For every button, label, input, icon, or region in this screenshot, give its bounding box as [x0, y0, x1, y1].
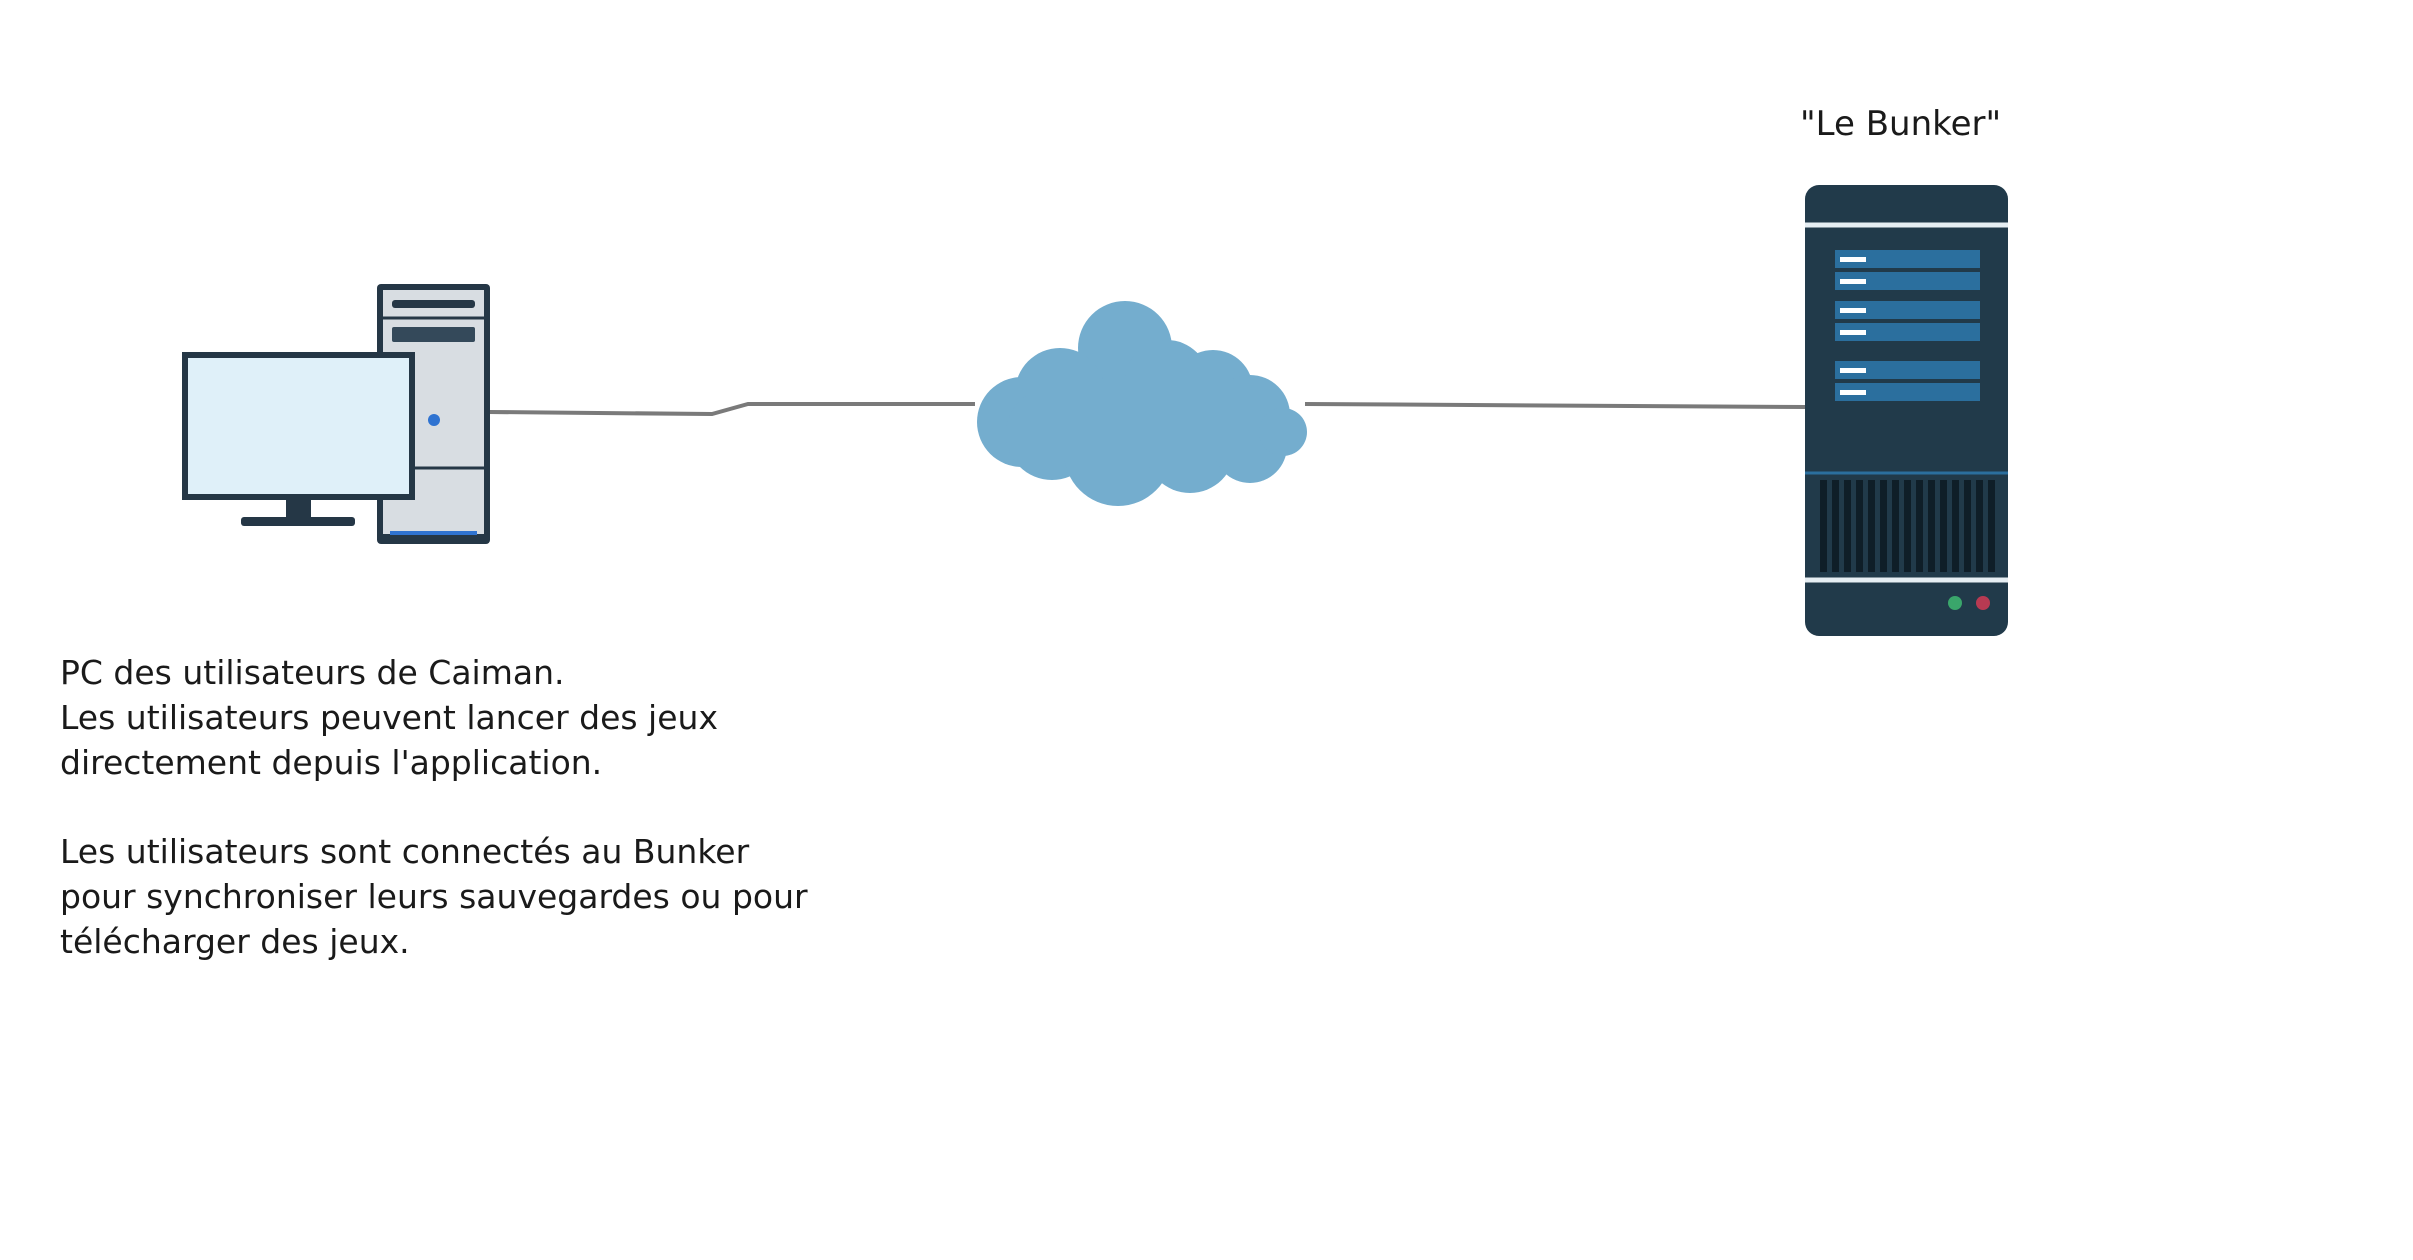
description-line: directement depuis l'application.: [60, 743, 603, 782]
power-led-icon: [428, 414, 440, 426]
server-label: "Le Bunker": [1800, 104, 2002, 144]
description-line: télécharger des jeux.: [60, 922, 410, 961]
description-line: Les utilisateurs peuvent lancer des jeux: [60, 698, 718, 737]
description-line: Les utilisateurs sont connectés au Bunke…: [60, 832, 750, 871]
status-led-red-icon: [1976, 596, 1990, 610]
pc-description: PC des utilisateurs de Caiman. Les utili…: [60, 650, 820, 964]
cloud-icon: [977, 301, 1307, 506]
paragraph-gap: [60, 785, 820, 829]
description-line: PC des utilisateurs de Caiman.: [60, 653, 565, 692]
link-cloud-to-server: [1304, 402, 1806, 409]
description-line: pour synchroniser leurs sauvegardes ou p…: [60, 877, 808, 916]
server-tower-icon: [1805, 185, 2008, 636]
status-led-green-icon: [1948, 596, 1962, 610]
desktop-pc-icon: [182, 284, 490, 544]
server-drive-bays: [1835, 250, 1980, 401]
pc-monitor: [182, 352, 415, 526]
link-pc-to-cloud: [487, 402, 975, 417]
server-vent-grille: [1820, 480, 1995, 572]
